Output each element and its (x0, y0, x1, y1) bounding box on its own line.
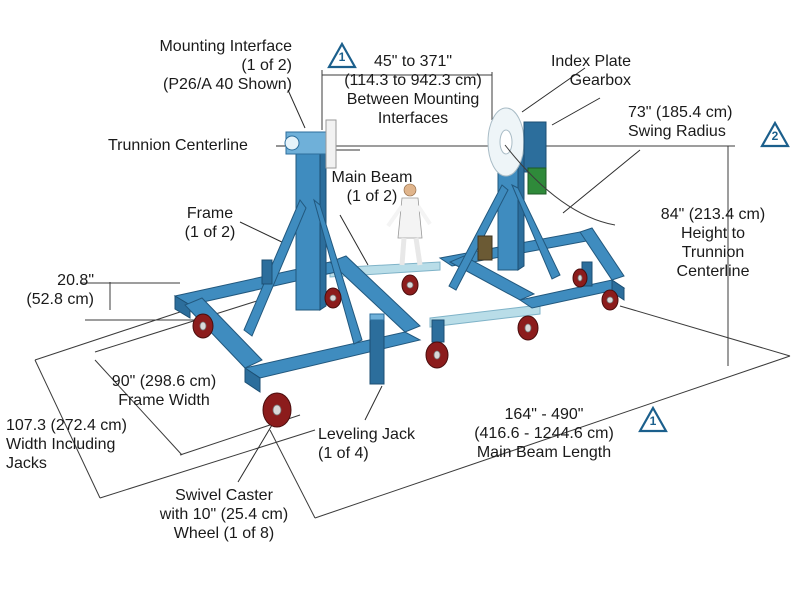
note-1-badge-beam: 1 (638, 405, 668, 433)
swivel-caster-label: Swivel Caster with 10" (25.4 cm) Wheel (… (159, 487, 289, 542)
height-label: 84" (213.4 cm) Height to Trunnion Center… (660, 206, 766, 280)
warning-triangle-icon (760, 120, 790, 148)
right-frame (438, 107, 626, 309)
frame-width-label: 90" (298.6 cm) Frame Width (111, 373, 217, 409)
mounting-interface-label: Mounting Interface (1 of 2) (P26/A 40 Sh… (159, 38, 292, 93)
width-including-jacks-label: 107.3 (272.4 cm) Width Including Jacks (6, 417, 127, 472)
swing-radius-arc (504, 144, 616, 226)
dimension-lines (34, 70, 791, 519)
main-beam-label: Main Beam (1 of 2) (331, 169, 413, 205)
note-2-badge: 2 (760, 120, 790, 148)
between-mounting-label: 45" to 371" (114.3 to 942.3 cm) Between … (344, 53, 482, 127)
leveling-jack-label: Leveling Jack (1 of 4) (318, 426, 415, 462)
caster-wheels (192, 268, 619, 428)
badge-number: 1 (649, 414, 657, 428)
clearance-label: 20.8" (52.8 cm) (26, 272, 94, 308)
main-beam-length-label: 164" - 490" (416.6 - 1244.6 cm) Main Bea… (474, 406, 614, 461)
frame-label: Frame (1 of 2) (184, 205, 236, 241)
index-plate-gearbox-label: Index Plate Gearbox (550, 53, 631, 89)
warning-triangle-icon (638, 405, 668, 433)
badge-number: 1 (338, 50, 346, 64)
operator-figure (386, 183, 432, 266)
note-1-badge: 1 (327, 41, 357, 69)
warning-triangle-icon (327, 41, 357, 69)
swing-radius-label: 73" (185.4 cm) Swing Radius (628, 104, 733, 140)
badge-number: 2 (771, 129, 779, 143)
trunnion-centerline-label: Trunnion Centerline (108, 137, 248, 154)
